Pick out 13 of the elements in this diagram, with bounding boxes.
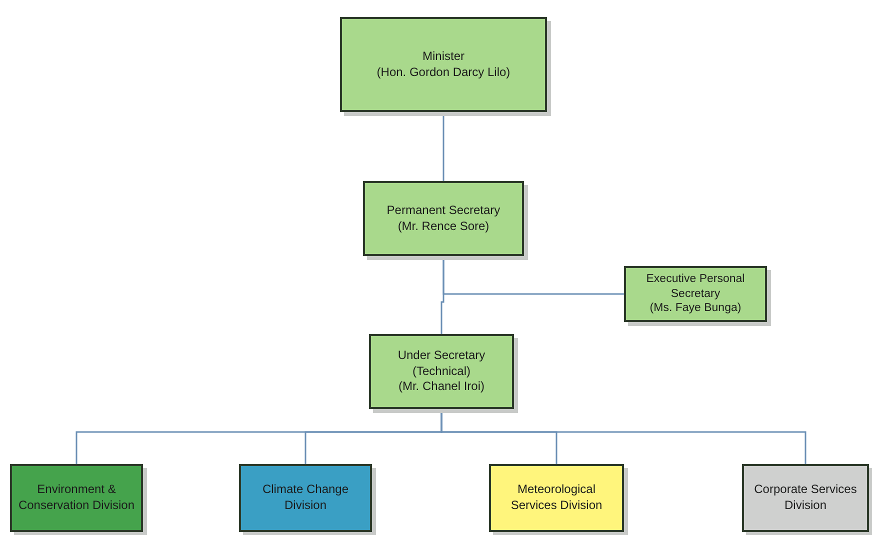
person-name: (Ms. Faye Bunga) [650, 301, 742, 316]
position-title: Under Secretary (Technical) [396, 348, 486, 380]
person-name: (Hon. Gordon Darcy Lilo) [376, 64, 510, 80]
person-name: (Mr. Chanel Iroi) [398, 379, 485, 395]
org-chart-box [742, 464, 869, 532]
position-title: Corporate Services Division [753, 482, 858, 514]
position-title: Climate Change Division [261, 482, 350, 514]
position-title: Executive Personal Secretary [645, 272, 746, 302]
position-title: Permanent Secretary [386, 202, 500, 218]
position-title: Meteorological Services Division [510, 482, 604, 514]
position-title: Environment & Conservation Division [17, 482, 136, 514]
person-name: (Mr. Rence Sore) [398, 218, 490, 234]
position-title: Minister [422, 48, 464, 64]
